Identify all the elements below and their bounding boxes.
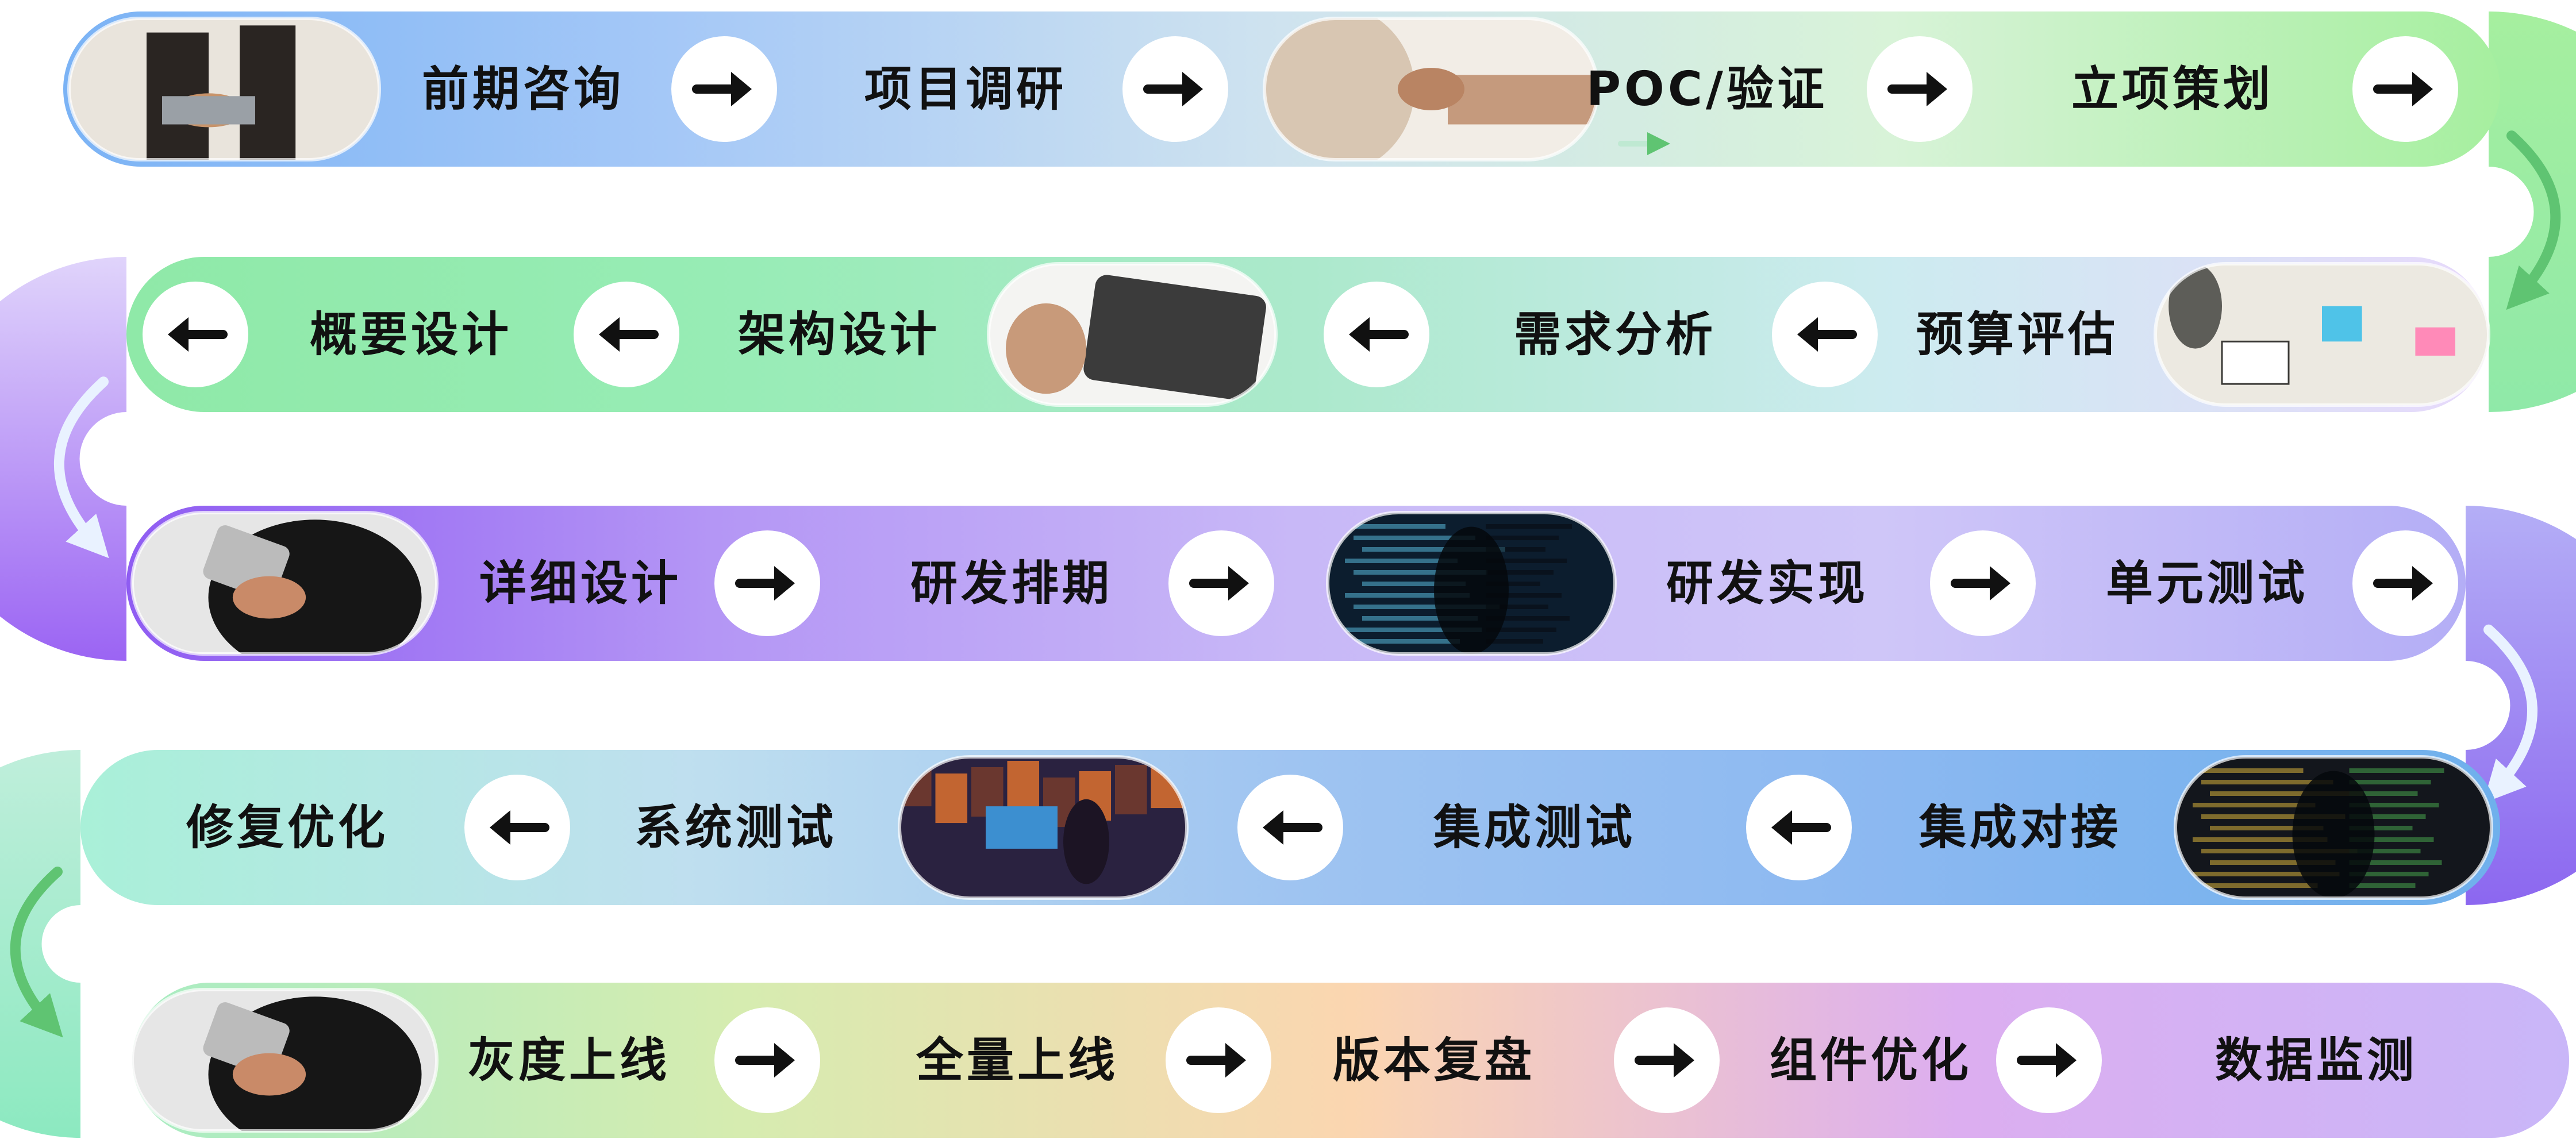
arrow-right-icon — [1168, 530, 1274, 636]
flow-row: 灰度上线 全量上线 版本复盘 组件优化 数据监测 — [130, 983, 2569, 1138]
arrow-left-icon — [1237, 775, 1343, 880]
step-label: 研发排期 — [910, 556, 1113, 611]
step-label: 需求分析 — [1514, 307, 1716, 362]
flow-row: 预算评估 需求分析 架构设计 概要设计 — [126, 257, 2490, 412]
arrow-left-icon — [574, 282, 679, 387]
step-label: 单元测试 — [2106, 556, 2308, 611]
step-label: 集成对接 — [1918, 801, 2121, 855]
row-band — [126, 506, 2466, 661]
arrow-right-icon — [1166, 1007, 1271, 1113]
arrow-left-icon — [1746, 775, 1852, 880]
step-label: 组件优化 — [1770, 1033, 1972, 1088]
step-label: 集成测试 — [1433, 801, 1636, 855]
curved-connector-arrow-icon — [2483, 624, 2538, 803]
tablet-photo — [989, 264, 1276, 405]
developer-screens-photo — [2175, 757, 2492, 898]
arrow-right-icon — [2352, 530, 2458, 636]
step-label: 概要设计 — [310, 307, 512, 362]
arrow-right-icon — [1996, 1007, 2102, 1113]
flow-row: 集成对接 集成测试 系统测试 修复优化 — [80, 750, 2500, 905]
arrow-right-icon — [2352, 36, 2458, 142]
handshake-photo — [1264, 18, 1598, 160]
step-label: 详细设计 — [479, 556, 682, 611]
curved-connector-arrow-icon — [2506, 130, 2561, 310]
step-label: 前期咨询 — [422, 62, 624, 117]
step-label: 立项策划 — [2071, 62, 2274, 117]
arrow-right-icon — [671, 36, 777, 142]
step-label: 系统测试 — [635, 801, 837, 855]
phone-photo — [132, 513, 437, 654]
arrow-left-icon — [143, 282, 248, 387]
step-label: 研发实现 — [1666, 556, 1868, 611]
arrow-left-icon — [1324, 282, 1429, 387]
arrow-left-icon — [1772, 282, 1878, 387]
arrow-left-icon — [464, 775, 570, 880]
u-turn-band — [0, 750, 80, 1138]
arrow-right-icon — [1122, 36, 1228, 142]
step-label: 灰度上线 — [468, 1033, 670, 1088]
arrow-right-icon — [714, 530, 820, 636]
sticky-notes-photo — [2155, 264, 2489, 405]
step-label: POC/验证 — [1586, 62, 1828, 117]
arrow-right-icon — [1867, 36, 1973, 142]
u-turn-band — [2489, 11, 2576, 412]
step-label: 修复优化 — [186, 801, 389, 855]
step-label: 架构设计 — [738, 307, 940, 362]
arrow-right-icon — [1930, 530, 2036, 636]
step-label: 数据监测 — [2215, 1033, 2417, 1088]
curved-connector-arrow-icon — [10, 866, 63, 1038]
meeting-photo — [69, 18, 379, 160]
row-band — [126, 257, 2489, 412]
phone-photo — [132, 990, 437, 1131]
curved-connector-arrow-icon — [53, 376, 109, 559]
arrow-right-icon — [1614, 1007, 1720, 1113]
flow-row: 详细设计 研发排期 研发实现 单元测试 — [126, 506, 2466, 661]
step-label: 版本复盘 — [1333, 1033, 1535, 1088]
step-label: 预算评估 — [1916, 307, 2119, 362]
arrow-right-icon — [714, 1007, 820, 1113]
flow-row: 前期咨询 项目调研 POC/验证 立项策划 — [63, 11, 2500, 167]
step-label: 全量上线 — [916, 1033, 1118, 1088]
pixel-art-photo — [899, 757, 1187, 898]
step-label: 项目调研 — [864, 62, 1067, 117]
code-silhouette-photo — [1328, 513, 1615, 654]
